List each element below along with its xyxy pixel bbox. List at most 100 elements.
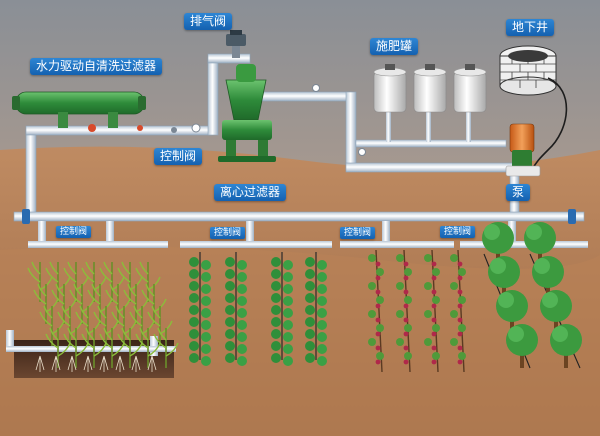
grape (403, 331, 409, 337)
vine-leaf (424, 282, 432, 290)
vegetable (271, 281, 281, 291)
grape (375, 261, 381, 267)
grape (457, 359, 463, 365)
label-zone-valve-3: 控制阀 (340, 227, 376, 239)
fertilizer-tanks (312, 64, 487, 156)
vine-leaf (404, 296, 412, 304)
vegetable (189, 353, 199, 363)
vine-leaf (432, 296, 440, 304)
vegetable (189, 341, 199, 351)
grape (457, 261, 463, 267)
vegetable (225, 353, 235, 363)
vine-leaf (376, 324, 384, 332)
label-zone-valve-2: 控制阀 (210, 227, 246, 239)
vegetable (225, 281, 235, 291)
vine-leaf (432, 352, 440, 360)
soil-field (0, 246, 600, 436)
vine-leaf (404, 352, 412, 360)
vine-leaf (458, 352, 466, 360)
vine-leaf (432, 324, 440, 332)
centrifugal-filter (218, 64, 276, 162)
main-manifold (13, 209, 588, 248)
vegetable (271, 293, 281, 303)
root (131, 355, 141, 372)
grape (457, 289, 463, 295)
vegetable (305, 317, 315, 327)
tree-trunk (502, 284, 506, 300)
vine-leaf (450, 282, 458, 290)
root (35, 355, 45, 372)
crop-field (6, 222, 582, 378)
vine-leaf (424, 338, 432, 346)
vine-leaf (396, 310, 404, 318)
vegetable (225, 269, 235, 279)
grape (431, 289, 437, 295)
label-pump: 泵 (506, 184, 531, 201)
grape (457, 317, 463, 323)
grape (403, 275, 409, 281)
grape (431, 303, 437, 309)
pump (505, 123, 541, 177)
vegetable (225, 305, 235, 315)
vegetable (225, 341, 235, 351)
vegetable (305, 269, 315, 279)
vine-leaf (396, 338, 404, 346)
vine-leaf (396, 282, 404, 290)
root (147, 355, 157, 372)
label-control-valve: 控制阀 (154, 148, 203, 165)
label-fertilizer-tank: 施肥罐 (370, 38, 419, 55)
tree-trunk (546, 284, 550, 300)
vine-leaf (376, 296, 384, 304)
grape (375, 303, 381, 309)
vegetable (225, 293, 235, 303)
grape (375, 345, 381, 351)
vine-leaf (450, 338, 458, 346)
grape (457, 331, 463, 337)
vegetable (305, 281, 315, 291)
vegetable (189, 281, 199, 291)
tree-trunk (554, 318, 558, 334)
vegetable (305, 341, 315, 351)
well (499, 45, 568, 171)
vegetable (305, 257, 315, 267)
vine-leaf (376, 268, 384, 276)
vegetable (305, 353, 315, 363)
grape (403, 289, 409, 295)
vine-leaf (432, 268, 440, 276)
vegetable (189, 257, 199, 267)
grape (403, 345, 409, 351)
vegetable (225, 317, 235, 327)
vegetable (271, 305, 281, 315)
vegetable (189, 329, 199, 339)
label-self-clean-filter: 水力驱动自清洗过滤器 (30, 58, 163, 75)
grape (431, 331, 437, 337)
grape (403, 261, 409, 267)
vegetable (271, 353, 281, 363)
self-clean-filter (12, 91, 201, 133)
vine-leaf (458, 324, 466, 332)
vine-leaf (458, 296, 466, 304)
vine-leaf (424, 254, 432, 262)
vegetable (225, 257, 235, 267)
vine-leaf (450, 310, 458, 318)
vegetable (271, 341, 281, 351)
vegetable (271, 269, 281, 279)
exhaust-valve (226, 30, 246, 46)
grape (431, 359, 437, 365)
vegetable (189, 269, 199, 279)
vegetable (271, 329, 281, 339)
vine-leaf (368, 310, 376, 318)
vine-leaf (404, 268, 412, 276)
vine-leaf (450, 254, 458, 262)
vine-leaf (368, 254, 376, 262)
root (99, 355, 109, 372)
grape (403, 359, 409, 365)
vegetable (271, 257, 281, 267)
label-zone-valve-4: 控制阀 (440, 226, 476, 238)
grape (375, 317, 381, 323)
grape (431, 275, 437, 281)
grape (375, 275, 381, 281)
label-exhaust-valve: 排气阀 (184, 13, 233, 30)
